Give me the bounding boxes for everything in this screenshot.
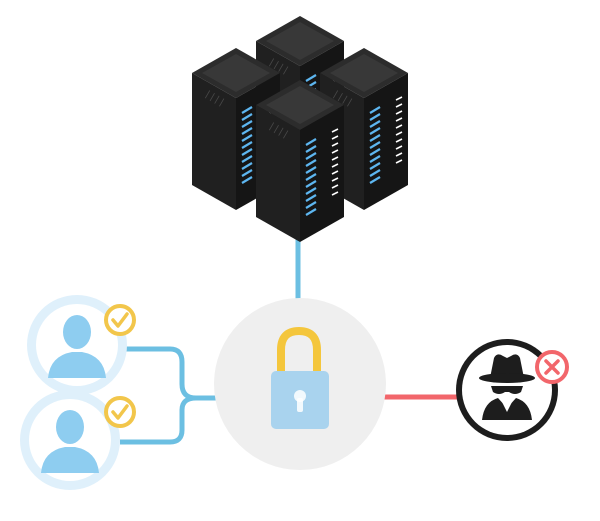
- spy-icon: [479, 354, 535, 420]
- padlock-icon: [271, 326, 329, 429]
- check-badge-icon: [104, 396, 136, 428]
- user-1-node: [27, 295, 136, 395]
- intruder-node: [456, 339, 569, 441]
- check-badge-icon: [104, 304, 136, 336]
- user-avatar-icon: [41, 410, 99, 473]
- user-2-connection: [120, 395, 197, 445]
- server-cluster: [190, 14, 410, 244]
- user-avatar-icon: [48, 315, 106, 378]
- user-2-node: [20, 390, 136, 490]
- x-badge-icon: [535, 350, 569, 384]
- server-rack-icon: [254, 78, 346, 244]
